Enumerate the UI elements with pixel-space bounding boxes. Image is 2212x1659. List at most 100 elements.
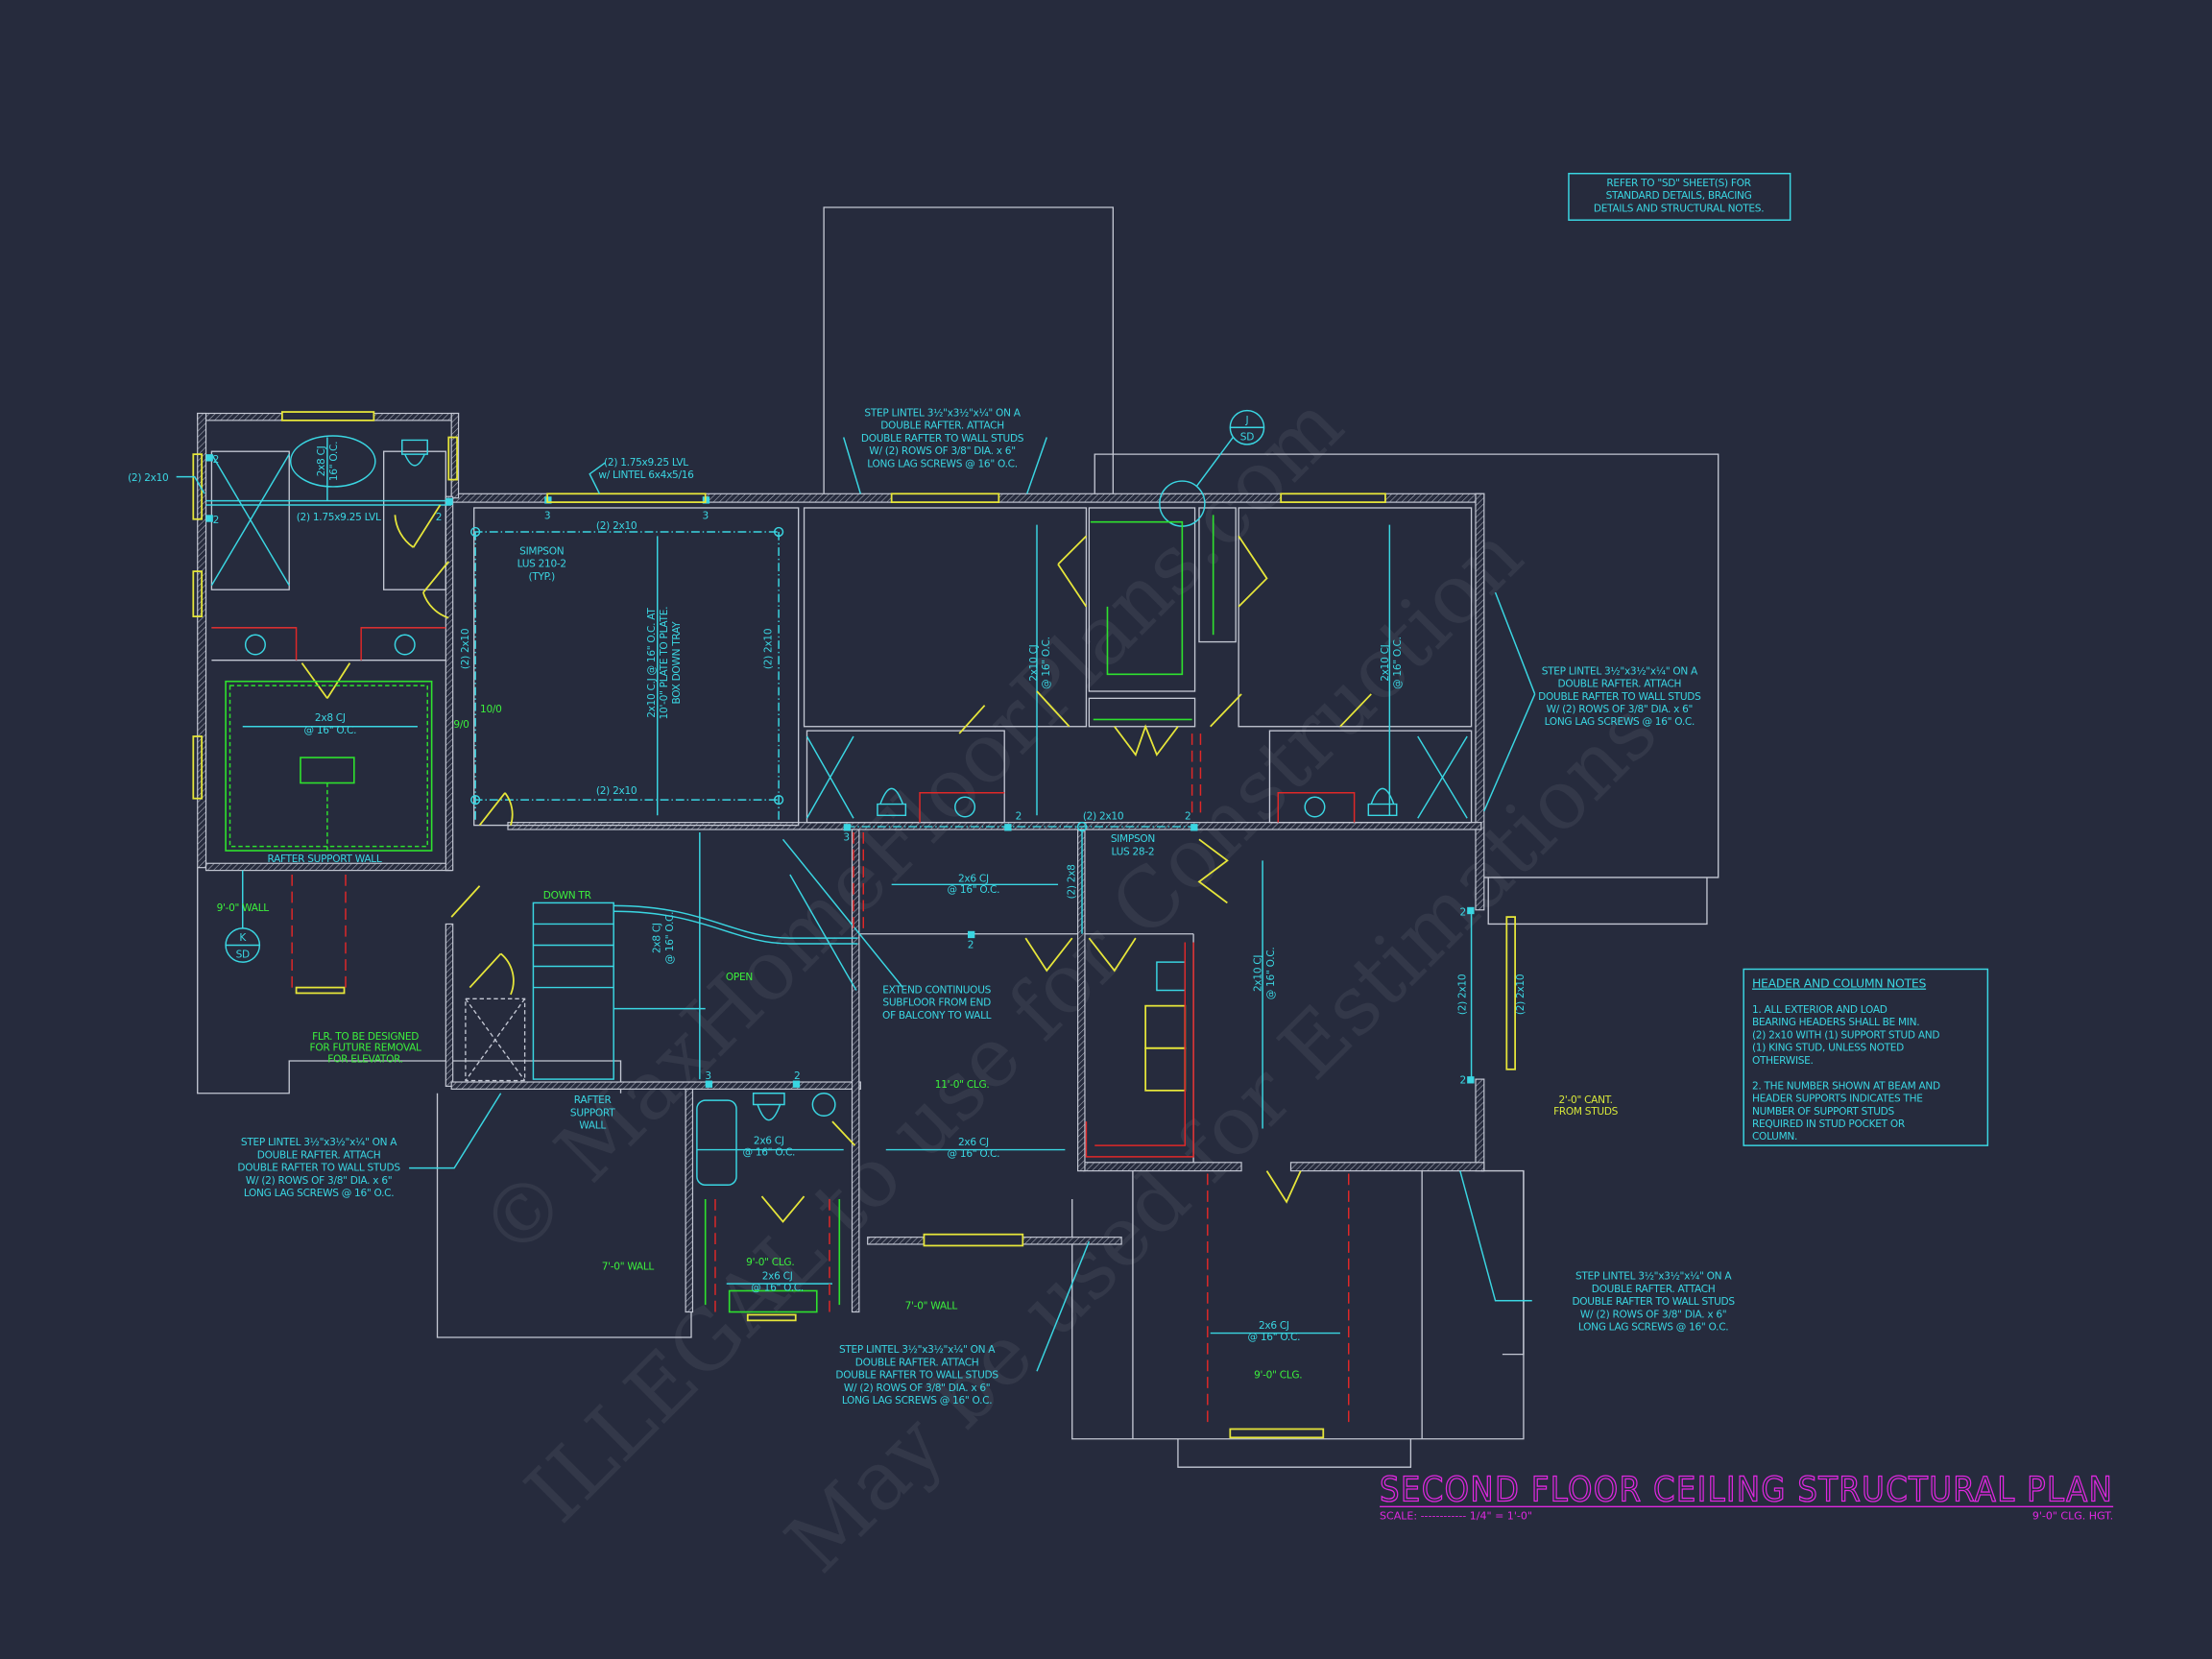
plan-label: 2 bbox=[436, 512, 442, 523]
plan-label: (2) 2x10 bbox=[596, 785, 637, 797]
plan-label: 16" O.C. bbox=[328, 442, 340, 481]
plan-label: (2) 2x10 bbox=[460, 628, 471, 669]
marker-sheet: SD bbox=[236, 950, 250, 961]
step-lintel-note-line: W/ (2) ROWS OF 3/8" DIA. x 6" bbox=[844, 1382, 990, 1394]
plan-label: 3 bbox=[843, 832, 849, 844]
note-line: REQUIRED IN STUD POCKET OR bbox=[1752, 1118, 1906, 1130]
plan-label: 2x6 CJ bbox=[958, 873, 989, 884]
note-line: 2. THE NUMBER SHOWN AT BEAM AND bbox=[1752, 1080, 1940, 1092]
plan-label: 9'-0" WALL bbox=[217, 902, 270, 914]
plan-label: 3 bbox=[544, 511, 550, 522]
plan-label: @ 16" O.C. bbox=[1041, 637, 1052, 689]
plan-label: 2 bbox=[1460, 907, 1466, 919]
section-marker-j[interactable]: J SD bbox=[1229, 409, 1265, 445]
partitions bbox=[210, 450, 1473, 1163]
step-lintel-note-line: DOUBLE RAFTER. ATTACH bbox=[1558, 679, 1682, 690]
sink-icon bbox=[954, 796, 976, 818]
note-line: HEADER SUPPORTS INDICATES THE bbox=[1752, 1094, 1923, 1105]
plan-label: 2x8 CJ bbox=[316, 445, 327, 476]
step-lintel-note-line: DOUBLE RAFTER TO WALL STUDS bbox=[835, 1370, 998, 1382]
step-lintel-note-line: DOUBLE RAFTER. ATTACH bbox=[880, 421, 1004, 432]
plan-label: 2x10 CJ bbox=[1253, 955, 1264, 992]
step-lintel-note-line: DOUBLE RAFTER TO WALL STUDS bbox=[237, 1163, 400, 1174]
plan-label: FOR FUTURE REMOVAL bbox=[310, 1043, 421, 1054]
plan-label: @ 16" O.C. bbox=[948, 1148, 1000, 1160]
plan-label: (2) 2x10 bbox=[128, 472, 169, 484]
step-lintel-note-line: DOUBLE RAFTER. ATTACH bbox=[855, 1357, 979, 1368]
plan-label: OPEN bbox=[726, 972, 753, 983]
note-line: 1. ALL EXTERIOR AND LOAD bbox=[1752, 1004, 1887, 1016]
step-lintel-note-line: DOUBLE RAFTER TO WALL STUDS bbox=[1538, 691, 1701, 703]
plan-label: 3 bbox=[705, 1070, 710, 1082]
plan-label: OF BALCONY TO WALL bbox=[882, 1010, 992, 1022]
plan-label: 2x8 CJ bbox=[652, 923, 663, 953]
plan-label: 2x6 CJ bbox=[958, 1137, 989, 1148]
scale-label: SCALE: ------------ 1/4" = 1'-0" bbox=[1380, 1510, 1532, 1523]
leader-lines bbox=[176, 437, 1536, 1372]
plan-label: FLR. TO BE DESIGNED bbox=[312, 1031, 419, 1043]
plan-label: 2'-0" CANT. bbox=[1558, 1094, 1612, 1106]
step-lintel-note-line: LONG LAG SCREWS @ 16" O.C. bbox=[244, 1188, 395, 1199]
plan-label: (2) 2x10 bbox=[1457, 974, 1469, 1015]
refer-sd-note: REFER TO "SD" SHEET(S) FOR STANDARD DETA… bbox=[1568, 173, 1791, 221]
plan-label: 2x10 C.J @ 16" O.C. AT bbox=[646, 608, 658, 718]
plan-label: 2x6 CJ bbox=[762, 1271, 793, 1283]
plan-label: w/ LINTEL 6x4x5/16 bbox=[598, 469, 694, 481]
title-block: SECOND FLOOR CEILING STRUCTURAL PLAN SCA… bbox=[1379, 1470, 2114, 1523]
step-lintel-note-line: W/ (2) ROWS OF 3/8" DIA. x 6" bbox=[1580, 1309, 1726, 1320]
plan-label: BOX DOWN TRAY bbox=[671, 621, 683, 705]
plan-label: @ 16" O.C. bbox=[743, 1146, 796, 1158]
plan-label: @ 16" O.C. bbox=[1392, 637, 1404, 689]
plan-label: SIMPSON bbox=[1111, 833, 1155, 845]
plan-label: @ 16" O.C. bbox=[751, 1282, 804, 1293]
step-lintel-note-line: LONG LAG SCREWS @ 16" O.C. bbox=[1545, 716, 1695, 728]
step-lintel-note-line: W/ (2) ROWS OF 3/8" DIA. x 6" bbox=[1547, 704, 1693, 715]
fixtures bbox=[210, 435, 1468, 1187]
sink-icon bbox=[811, 1093, 836, 1118]
plan-label: DOWN TR bbox=[543, 890, 592, 902]
plan-label: 2x6 CJ bbox=[754, 1136, 784, 1147]
plan-label: (2) 2x8 bbox=[1067, 864, 1078, 899]
note-line: OTHERWISE. bbox=[1752, 1055, 1814, 1067]
plan-label: 2 bbox=[1460, 1074, 1466, 1086]
plan-label: 2 bbox=[1185, 811, 1190, 823]
plan-label: (2) 2x10 bbox=[1515, 974, 1527, 1015]
windows bbox=[192, 411, 1517, 1439]
plan-label: 2x6 CJ bbox=[1259, 1320, 1289, 1332]
plan-label: 2 bbox=[213, 454, 219, 466]
plan-label: (2) 1.75x9.25 LVL bbox=[297, 512, 381, 523]
step-lintel-note-line: W/ (2) ROWS OF 3/8" DIA. x 6" bbox=[869, 445, 1015, 457]
plan-label: 7'-0" WALL bbox=[905, 1301, 958, 1312]
toilet-icon bbox=[401, 439, 428, 467]
toilet-icon bbox=[1367, 787, 1398, 817]
step-lintel-note-line: LONG LAG SCREWS @ 16" O.C. bbox=[1578, 1322, 1729, 1334]
plan-label: SUBFLOOR FROM END bbox=[882, 998, 991, 1009]
plan-label: @ 16" O.C. bbox=[1248, 1332, 1301, 1343]
plan-labels: (2) 2x10(2) 1.75x9.25 LVL(2) 1.75x9.25 L… bbox=[128, 407, 1736, 1407]
sink-icon bbox=[244, 634, 266, 656]
step-lintel-note-line: LONG LAG SCREWS @ 16" O.C. bbox=[867, 458, 1018, 469]
drawing-title: SECOND FLOOR CEILING STRUCTURAL PLAN bbox=[1380, 1470, 2113, 1509]
plan-label: @ 16" O.C. bbox=[304, 725, 357, 736]
plan-label: 2 bbox=[1016, 811, 1022, 823]
note-line: REFER TO "SD" SHEET(S) FOR bbox=[1606, 178, 1751, 189]
step-lintel-note-line: LONG LAG SCREWS @ 16" O.C. bbox=[842, 1395, 993, 1407]
plan-label: @ 16" O.C. bbox=[948, 884, 1000, 896]
plan-label: 2 bbox=[794, 1070, 800, 1082]
plan-label: 2x8 CJ bbox=[315, 712, 346, 724]
tub-icon bbox=[289, 435, 376, 488]
step-lintel-note-line: DOUBLE RAFTER TO WALL STUDS bbox=[1572, 1296, 1735, 1308]
step-lintel-note-line: W/ (2) ROWS OF 3/8" DIA. x 6" bbox=[246, 1175, 392, 1187]
marker-detail: K bbox=[239, 932, 247, 944]
marker-detail: J bbox=[1245, 415, 1249, 426]
plan-label: LUS 210-2 bbox=[517, 559, 566, 570]
note-line: BEARING HEADERS SHALL BE MIN. bbox=[1752, 1017, 1919, 1028]
plan-label: 10/0 bbox=[480, 704, 502, 715]
plan-label: 2 bbox=[213, 515, 219, 526]
elevator-shaft bbox=[465, 998, 526, 1082]
bathtub-icon bbox=[696, 1099, 737, 1187]
section-marker-k[interactable]: K SD bbox=[225, 927, 261, 963]
plan-label: 9'-0" CLG. bbox=[1254, 1370, 1302, 1382]
step-lintel-note-line: DOUBLE RAFTER. ATTACH bbox=[257, 1149, 381, 1161]
